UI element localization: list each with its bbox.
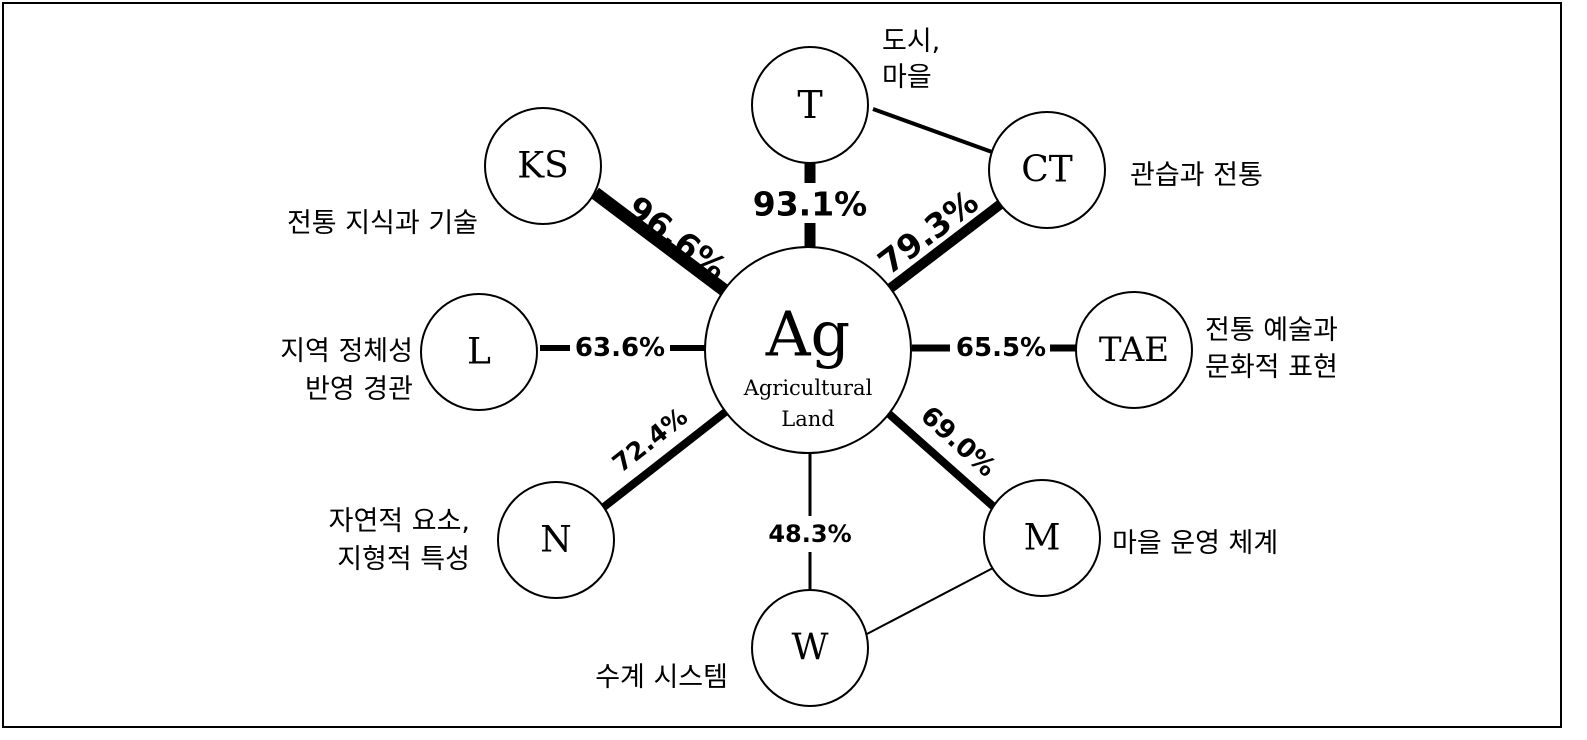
percent-t: 93.1% [753, 185, 868, 224]
pct-mask-tae [950, 330, 1050, 366]
node-ks-label: KS [517, 146, 569, 187]
percent-w: 48.3% [768, 520, 851, 548]
center-subtitle-line1: Agricultural [743, 376, 873, 400]
node-ct: CT [988, 111, 1106, 229]
node-ks: KS [484, 107, 602, 225]
node-m: M [983, 479, 1101, 597]
pct-mask-w [760, 516, 860, 552]
desc-tae-line1: 전통 예술과 [1205, 315, 1338, 346]
node-tae: TAE [1075, 291, 1193, 409]
desc-m: 마을 운영 체계 [1112, 528, 1278, 559]
percent-l: 63.6% [575, 333, 665, 363]
center-node: Ag Agricultural Land [704, 246, 912, 454]
pct-mask-l [570, 330, 670, 366]
node-tae-label: TAE [1099, 330, 1169, 370]
node-l: L [420, 293, 538, 411]
desc-w: 수계 시스템 [595, 662, 728, 693]
link-m-w [864, 567, 994, 636]
desc-t-line1: 도시, [882, 26, 940, 57]
desc-n-line2: 지형적 특성 [337, 544, 470, 575]
link-t-ct [872, 107, 993, 154]
desc-t-line2: 마을 [882, 62, 932, 93]
node-t: T [751, 46, 869, 164]
node-n: N [497, 481, 615, 599]
node-l-label: L [467, 332, 491, 373]
node-t-label: T [797, 83, 822, 127]
percent-tae: 65.5% [956, 333, 1046, 363]
node-ct-label: CT [1021, 150, 1073, 191]
pct-mask-t [760, 183, 860, 223]
desc-n-line1: 자연적 요소, [329, 506, 470, 537]
node-m-label: M [1024, 518, 1061, 559]
spoke-ks [591, 187, 732, 299]
desc-l-line2: 반영 경관 [305, 374, 413, 405]
center-subtitle-line2: Land [781, 407, 834, 431]
node-w: W [751, 589, 869, 707]
spoke-ct [884, 199, 1006, 294]
outer-border [2, 2, 1562, 728]
desc-ks: 전통 지식과 기술 [287, 208, 478, 239]
center-symbol: Ag [765, 298, 850, 371]
desc-l-line1: 지역 정체성 [280, 336, 413, 367]
desc-ct: 관습과 전통 [1130, 160, 1263, 191]
spoke-n [597, 406, 731, 514]
node-n-label: N [540, 520, 572, 561]
percent-ks: 96.6% [620, 188, 735, 288]
spoke-m [885, 410, 998, 511]
node-w-label: W [791, 628, 828, 669]
desc-tae-line2: 문화적 표현 [1205, 352, 1338, 383]
